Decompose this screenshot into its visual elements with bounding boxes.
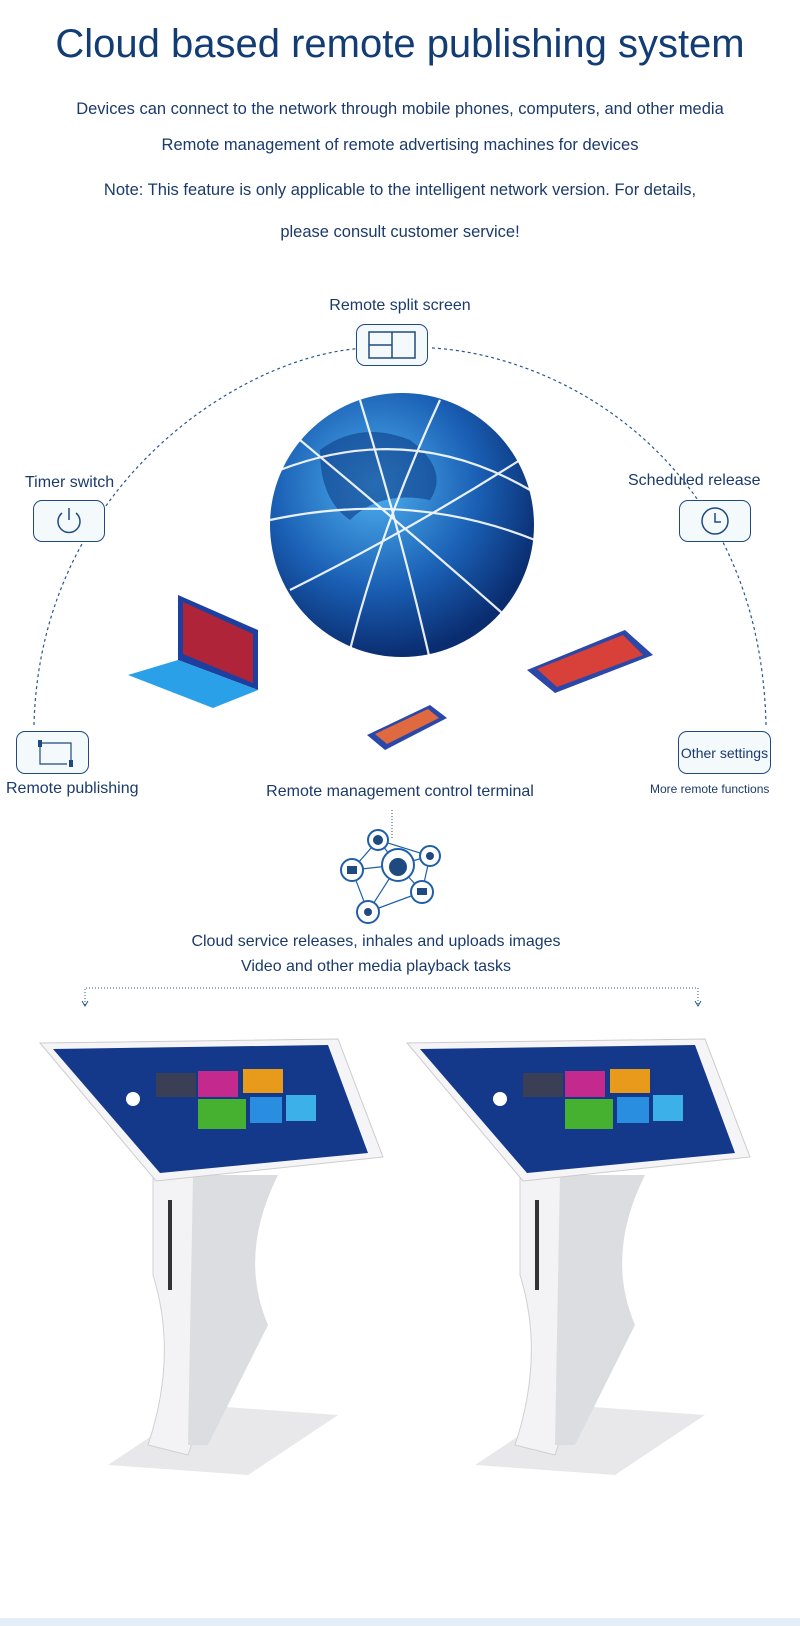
scheduled-release-label: Scheduled release	[628, 472, 761, 489]
bottom-strip	[0, 1618, 800, 1626]
note-line-2: please consult customer service!	[280, 223, 520, 241]
publish-icon	[37, 739, 73, 767]
remote-publishing-label: Remote publishing	[6, 780, 139, 797]
laptop-illustration	[128, 595, 258, 708]
note-line-1: Note: This feature is only applicable to…	[103, 181, 697, 199]
power-icon	[57, 508, 81, 534]
connection-arc	[33, 347, 767, 726]
kiosk-illustration-right	[405, 1038, 751, 1475]
clock-icon	[701, 507, 729, 535]
split-screen-button[interactable]	[356, 324, 428, 366]
cloud-network-icon	[340, 810, 441, 924]
scheduled-release-button[interactable]	[679, 500, 751, 542]
kiosk-illustration-left	[38, 1038, 384, 1475]
terminal-label: Remote management control terminal	[266, 783, 534, 800]
cloud-line-1: Cloud service releases, inhales and uplo…	[191, 933, 561, 950]
cloud-line-2: Video and other media playback tasks	[240, 958, 512, 975]
phone-illustration	[367, 705, 447, 750]
intro-line-2: Remote management of remote advertising …	[161, 136, 639, 154]
globe-illustration	[269, 393, 536, 661]
other-settings-button[interactable]: Other settings	[678, 731, 771, 774]
distribution-arrows	[81, 987, 702, 1007]
split-screen-label: Remote split screen	[329, 297, 471, 314]
page-title: Cloud based remote publishing system	[55, 22, 745, 66]
remote-publishing-button[interactable]	[16, 731, 89, 774]
timer-switch-label: Timer switch	[25, 474, 115, 491]
more-functions-label: More remote functions	[650, 782, 770, 796]
tablet-illustration	[527, 630, 653, 693]
split-screen-icon	[368, 331, 416, 359]
timer-switch-button[interactable]	[33, 500, 105, 542]
intro-line-1: Devices can connect to the network throu…	[76, 100, 724, 118]
